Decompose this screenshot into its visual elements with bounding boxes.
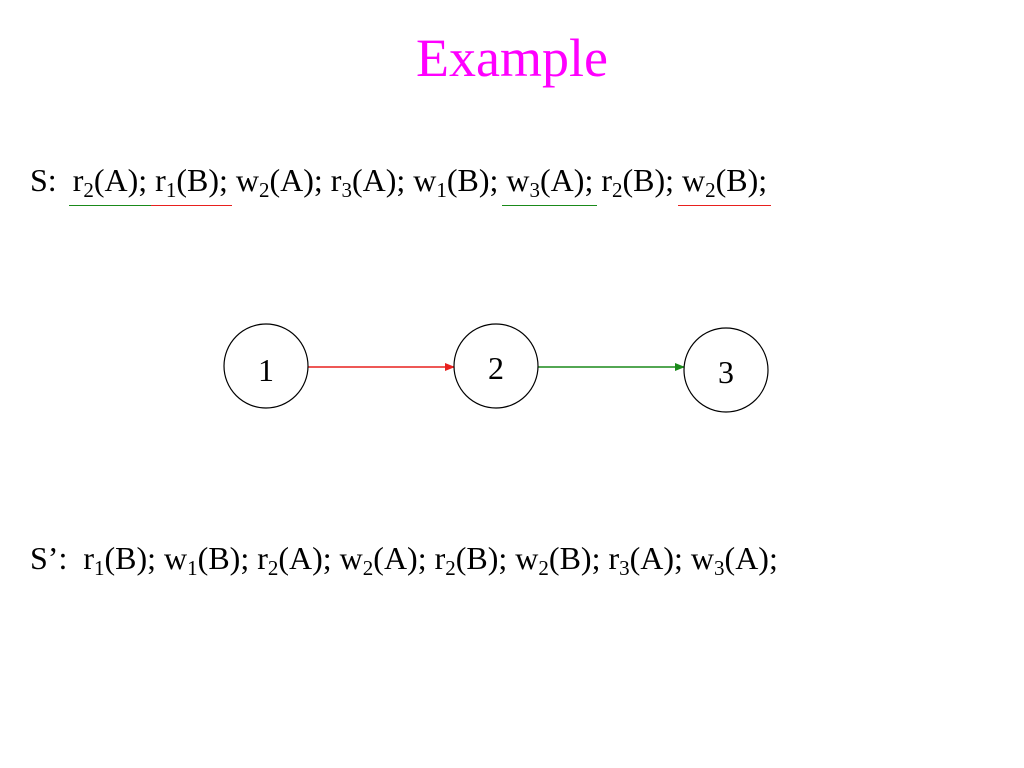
data-item: (B)	[446, 162, 490, 198]
schedule-s-prime-operation: w1(B);	[164, 538, 250, 580]
node-label: 1	[258, 352, 274, 388]
separator: ;	[218, 162, 228, 198]
separator: ;	[313, 162, 323, 198]
transaction-subscript: 2	[83, 178, 94, 202]
separator: ;	[584, 162, 594, 198]
node-circle	[223, 323, 309, 409]
graph-node-2: 2	[453, 323, 539, 409]
transaction-subscript: 2	[445, 556, 456, 580]
node-circle	[683, 327, 769, 413]
data-item: (B)	[548, 540, 592, 576]
data-item: (A)	[629, 540, 675, 576]
separator: ;	[768, 540, 778, 576]
data-item: (B)	[455, 540, 499, 576]
schedule-s-operation: w2(B);	[678, 160, 772, 206]
transaction-subscript: 1	[94, 556, 105, 580]
data-item: (B)	[197, 540, 241, 576]
separator: ;	[138, 162, 148, 198]
separator: ;	[147, 540, 157, 576]
operation-type: r	[257, 540, 268, 576]
operation-type: r	[72, 162, 84, 198]
data-item: (B)	[715, 162, 759, 198]
transaction-subscript: 3	[341, 178, 352, 202]
schedule-s-prime-operation: w2(B);	[515, 538, 601, 580]
data-item: (A)	[373, 540, 418, 576]
transaction-subscript: 2	[705, 178, 716, 202]
operation-type: w	[690, 540, 715, 576]
schedule-s-prime-operation: w3(A);	[690, 538, 778, 580]
data-item: (A)	[724, 540, 769, 576]
operation-type: w	[235, 162, 259, 198]
schedule-s-operation: r3(A);	[330, 160, 406, 202]
schedule-s-prime-label: S’:	[30, 540, 68, 576]
transaction-subscript: 3	[619, 556, 630, 580]
transaction-subscript: 2	[538, 556, 549, 580]
data-item: (B)	[622, 162, 666, 198]
data-item: (A)	[540, 162, 585, 198]
separator: ;	[665, 162, 675, 198]
operation-type: r	[434, 540, 446, 576]
schedule-s-prime-operation: r1(B);	[83, 538, 157, 580]
graph-node-1: 1	[223, 323, 309, 409]
transaction-subscript: 1	[165, 178, 177, 202]
schedule-s-operation: w2(A);	[235, 160, 323, 202]
data-item: (A)	[269, 162, 314, 198]
separator: ;	[396, 162, 406, 198]
schedule-s-prime-operation: r2(B);	[434, 538, 508, 580]
schedule-s-prime-operation: w2(A);	[339, 538, 427, 580]
operation-type: w	[339, 540, 363, 576]
operation-type: r	[608, 540, 620, 576]
node-label: 2	[488, 350, 504, 386]
schedule-s: S: r2(A); r1(B); w2(A); r3(A); w1(B); w3…	[30, 160, 772, 206]
schedule-s-prime-operation: r3(A);	[608, 538, 683, 580]
transaction-subscript: 3	[529, 178, 541, 202]
data-item: (A)	[93, 162, 139, 198]
separator: ;	[674, 540, 683, 576]
separator: ;	[322, 540, 332, 576]
operation-type: r	[601, 162, 612, 198]
data-item: (A)	[278, 540, 323, 576]
transaction-subscript: 1	[436, 178, 447, 202]
transaction-subscript: 1	[187, 556, 198, 580]
schedule-s-prime: S’: r1(B); w1(B); r2(A); w2(A); r2(B); w…	[30, 538, 778, 580]
transaction-subscript: 3	[714, 556, 725, 580]
transaction-subscript: 2	[362, 556, 374, 580]
separator: ;	[591, 540, 601, 576]
operation-type: r	[155, 162, 166, 198]
operation-type: w	[413, 162, 437, 198]
operation-type: r	[330, 162, 342, 198]
separator: ;	[498, 540, 508, 576]
separator: ;	[240, 540, 250, 576]
operation-type: w	[515, 540, 539, 576]
data-item: (B)	[104, 540, 148, 576]
schedule-s-label: S:	[30, 162, 57, 198]
operation-type: w	[682, 162, 706, 198]
data-item: (B)	[176, 162, 219, 198]
separator: ;	[417, 540, 427, 576]
data-item: (A)	[351, 162, 397, 198]
node-circle	[453, 323, 539, 409]
operation-type: w	[506, 162, 530, 198]
node-label: 3	[718, 354, 734, 390]
operation-type: w	[164, 540, 188, 576]
schedule-s-operation: r2(A);	[68, 160, 152, 206]
operation-type: r	[83, 540, 94, 576]
separator: ;	[758, 162, 768, 198]
separator: ;	[489, 162, 499, 198]
schedule-s-operation: w1(B);	[413, 160, 499, 202]
schedule-s-prime-operation: r2(A);	[257, 538, 332, 580]
slide-title: Example	[416, 28, 608, 88]
schedule-s-operation: r1(B);	[151, 160, 232, 206]
transaction-subscript: 2	[611, 178, 623, 202]
transaction-subscript: 2	[258, 178, 270, 202]
transaction-subscript: 2	[267, 556, 279, 580]
graph-node-3: 3	[683, 327, 769, 413]
schedule-s-operation: r2(B);	[601, 160, 675, 202]
schedule-s-operation: w3(A);	[502, 160, 598, 206]
